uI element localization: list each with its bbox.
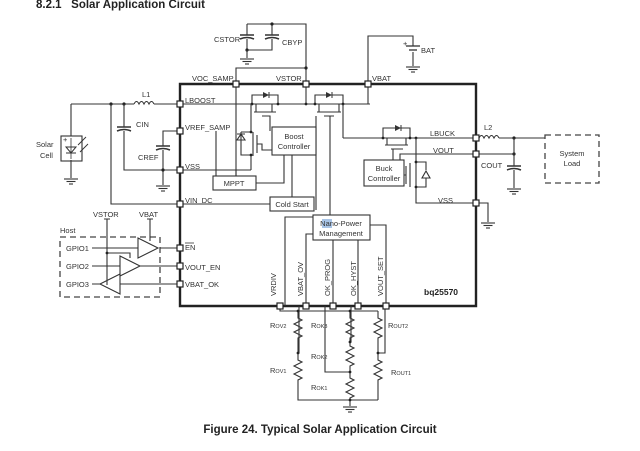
ground-icon: [342, 406, 358, 413]
pin-label-vbat-ok: VBAT_OK: [185, 280, 219, 289]
pin-label-vrdiv: VRDIV: [269, 273, 278, 296]
pin-label-lboost: LBOOST: [185, 96, 216, 105]
output-network: L2 COUT System Load: [476, 123, 600, 229]
rout1-label: ROUT1: [391, 368, 411, 377]
rok3-label: ROK3: [311, 321, 327, 330]
solar-cell-icon: [60, 135, 83, 162]
pin-label-lbuck: LBUCK: [430, 129, 455, 138]
pin-label-vstor: VSTOR: [276, 74, 302, 83]
pin-label-ok-prog: OK_PROG: [323, 259, 332, 296]
internal-buck-stage: Buck Controller: [363, 125, 476, 204]
chip-name: bq25570: [424, 287, 458, 297]
rok1-label: ROK1: [311, 383, 327, 392]
pin-label-vref-samp: VREF_SAMP: [185, 123, 230, 132]
pin-label-vout-set: VOUT_SET: [376, 256, 385, 296]
buck-controller-block: [363, 159, 405, 187]
ground-icon: [155, 185, 171, 192]
pin-label-vbat-ov: VBAT_OV: [296, 262, 305, 296]
pin-label-vbat: VBAT: [372, 74, 391, 83]
svg-text:Boost: Boost: [284, 132, 304, 141]
nano-power-management: Nano-Power Management: [284, 214, 387, 306]
ic-pins: [176, 80, 480, 310]
battery: + BAT: [367, 35, 435, 84]
buffer-icon: [137, 237, 160, 259]
figure-caption: Figure 24. Typical Solar Application Cir…: [203, 424, 437, 436]
svg-text:Buck: Buck: [376, 164, 393, 173]
solar-cell-label-line1: Solar: [36, 140, 54, 149]
cstor-label: CSTOR: [214, 35, 241, 44]
host-dashed-box: [59, 236, 161, 298]
host-label: Host: [60, 226, 76, 235]
l1-label: L1: [142, 90, 150, 99]
svg-text:+: +: [403, 39, 408, 48]
system-load-label-line1: System: [559, 149, 584, 158]
pin-label-vout: VOUT: [433, 146, 454, 155]
resistor-divider-network: ROV2 ROV1 ROK3 ROK2 ROK1 ROUT2 ROUT1: [270, 306, 411, 413]
pin-label-voc-samp: VOC_SAMP: [192, 74, 234, 83]
system-load-box: [544, 134, 600, 184]
ground-icon: [239, 58, 255, 65]
gpio2-label: GPIO2: [66, 262, 89, 271]
section-heading: 8.2.1 Solar Application Circuit: [36, 0, 205, 11]
buffer-icon: [98, 273, 121, 295]
solar-cell-label-line2: Cell: [40, 151, 53, 160]
svg-text:Nano-Power: Nano-Power: [320, 219, 362, 228]
ground-icon: [480, 222, 496, 229]
mppt-block: [212, 175, 257, 191]
gpio3-label: GPIO3: [66, 280, 89, 289]
cold-start-block: [269, 196, 315, 212]
svg-text:Management: Management: [319, 229, 364, 238]
pin-label-en: EN: [185, 243, 195, 252]
gpio1-label: GPIO1: [66, 244, 89, 253]
rok2-label: ROK2: [311, 352, 327, 361]
solar-input-network: L1 CIN CREF + Solar Cell: [36, 90, 180, 205]
cin-label: CIN: [136, 120, 149, 129]
svg-text:Controller: Controller: [368, 174, 401, 183]
host-vbat-label: VBAT: [139, 210, 158, 219]
storage-capacitors: CSTOR CBYP: [214, 22, 308, 84]
cbyp-label: CBYP: [282, 38, 302, 47]
buffer-icon: [119, 255, 142, 277]
host-vstor-label: VSTOR: [93, 210, 119, 219]
system-load-label-line2: Load: [564, 159, 581, 168]
boost-controller-block: [271, 126, 317, 156]
svg-text:MPPT: MPPT: [224, 179, 245, 188]
svg-text:+: +: [63, 135, 68, 144]
rov1-label: ROV1: [270, 366, 286, 375]
pin-label-vss-right: VSS: [438, 196, 453, 205]
cout-label: COUT: [481, 161, 503, 170]
host-block: Host VSTOR VBAT GPIO1 GPIO2 GPIO3: [59, 210, 180, 298]
internal-boost-stage: Boost Controller MPPT Cold Start: [180, 84, 476, 225]
bat-label: BAT: [421, 46, 435, 55]
l2-label: L2: [484, 123, 492, 132]
svg-text:Cold Start: Cold Start: [275, 200, 309, 209]
svg-text:Controller: Controller: [278, 142, 311, 151]
rov2-label: ROV2: [270, 321, 286, 330]
pin-label-ok-hyst: OK_HYST: [349, 261, 358, 296]
ground-icon: [405, 66, 421, 73]
pin-label-vin-dc: VIN_DC: [185, 196, 213, 205]
rout2-label: ROUT2: [388, 321, 408, 330]
pin-label-vout-en: VOUT_EN: [185, 263, 220, 272]
pin-label-vss-left: VSS: [185, 162, 200, 171]
cref-label: CREF: [138, 153, 159, 162]
ground-icon: [63, 178, 79, 185]
ic-outline: [178, 82, 478, 308]
ground-icon: [506, 188, 522, 195]
